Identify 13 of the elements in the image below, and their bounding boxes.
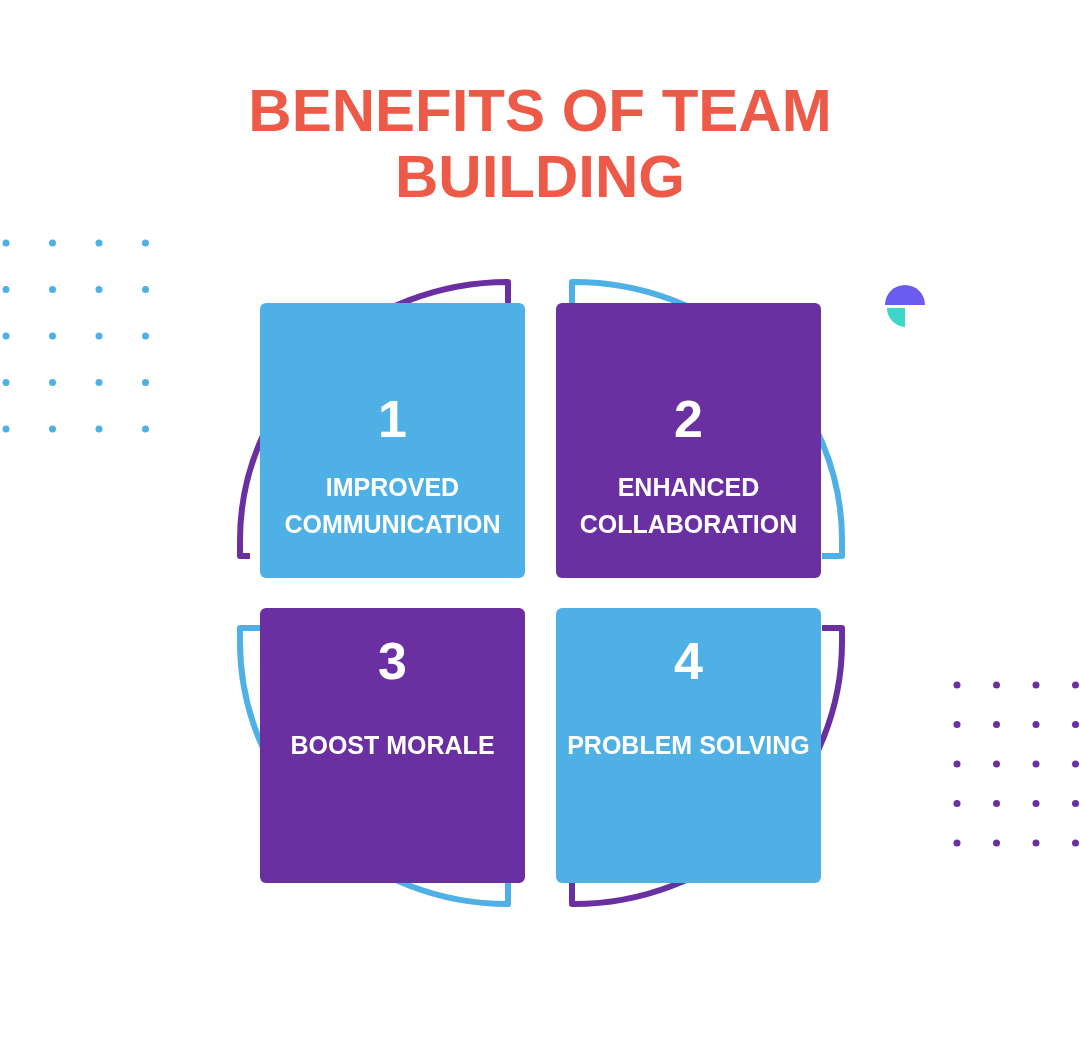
step-number: 1 bbox=[378, 391, 407, 447]
benefit-label: IMPROVED COMMUNICATION bbox=[283, 472, 502, 540]
quadrant-card bbox=[556, 303, 821, 578]
quadrant-card bbox=[260, 303, 525, 578]
step-number: 2 bbox=[674, 391, 703, 447]
benefit-label: ENHANCED COLLABORATION bbox=[578, 472, 799, 540]
step-number: 3 bbox=[378, 633, 407, 689]
benefit-label: BOOST MORALE bbox=[290, 730, 495, 761]
quadrant-card bbox=[556, 608, 821, 883]
step-number: 4 bbox=[674, 633, 703, 689]
title: BENEFITS OF TEAM BUILDING bbox=[247, 78, 833, 210]
quadrant-card bbox=[260, 608, 525, 883]
benefit-label: PROBLEM SOLVING bbox=[567, 730, 810, 761]
